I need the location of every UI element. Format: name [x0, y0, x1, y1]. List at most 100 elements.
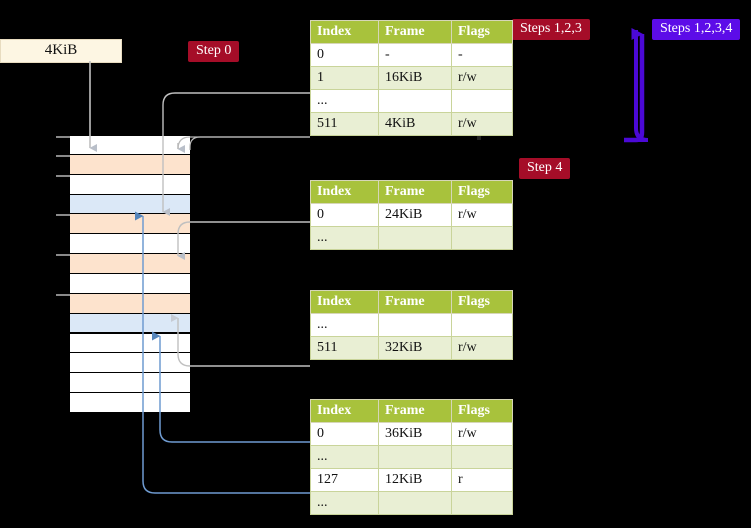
memory-row: [70, 194, 190, 215]
header-frame: Frame: [378, 290, 452, 314]
cell-frame: 4KiB: [378, 112, 452, 136]
header-index: Index: [310, 399, 379, 423]
cell-flags: r/w: [451, 66, 513, 90]
memory-row: [70, 234, 190, 255]
cell-index: ...: [310, 313, 379, 337]
violet-bracket-arrow: [624, 28, 645, 143]
table-row: ...: [310, 313, 513, 337]
header-index: Index: [310, 20, 379, 44]
table-row: ...: [310, 89, 513, 113]
cell-index: 0: [310, 203, 379, 227]
memory-row: [70, 353, 190, 374]
header-frame: Frame: [378, 20, 452, 44]
connector-t1-row0: [177, 221, 310, 260]
memory-row: [70, 313, 190, 334]
header-flags: Flags: [451, 290, 513, 314]
cell-frame: [378, 491, 452, 515]
cell-frame: 12KiB: [378, 468, 452, 492]
memory-row: [70, 393, 190, 413]
header-flags: Flags: [451, 180, 513, 204]
cell-index: ...: [310, 445, 379, 469]
table-row: 0--: [310, 43, 513, 67]
cell-frame: 16KiB: [378, 66, 452, 90]
cell-frame: [378, 89, 452, 113]
step-0-label: Step 0: [188, 41, 240, 62]
memory-row: [56, 174, 190, 195]
cell-flags: r: [451, 468, 513, 492]
step-0-text: Step 0: [196, 43, 232, 58]
cell-flags: [451, 491, 513, 515]
connector-t2-row511: [171, 314, 310, 367]
memory-row: [56, 293, 190, 314]
memory-row: [70, 373, 190, 394]
memory-block: [56, 135, 190, 413]
cell-flags: [451, 313, 513, 337]
steps-1234-text: Steps 1,2,3,4: [660, 21, 733, 36]
memory-row-tick: [56, 174, 70, 177]
cell-flags: -: [451, 43, 513, 67]
memory-row: [56, 214, 190, 235]
memory-row-tick: [56, 214, 70, 217]
step-4-text: Step 4: [527, 160, 563, 175]
steps-123-label: Steps 1,2,3: [512, 19, 590, 40]
cell-index: 511: [310, 112, 379, 136]
cell-flags: r/w: [451, 203, 513, 227]
cell-frame: -: [378, 43, 452, 67]
table-header-row: Index Frame Flags: [310, 290, 513, 314]
header-flags: Flags: [451, 20, 513, 44]
memory-row-tick: [56, 293, 70, 296]
cell-index: 511: [310, 336, 379, 360]
table-row: ...: [310, 491, 513, 515]
cell-index: ...: [310, 491, 379, 515]
memory-row: [70, 333, 190, 354]
memory-row: [56, 154, 190, 175]
table-row: ...: [310, 226, 513, 250]
cell-frame: [378, 313, 452, 337]
table-header-row: Index Frame Flags: [310, 399, 513, 423]
memory-row: [56, 135, 190, 155]
steps-123-text: Steps 1,2,3: [520, 21, 582, 36]
cell-frame: 36KiB: [378, 422, 452, 446]
memory-size-label: 4KiB: [44, 42, 78, 58]
header-index: Index: [310, 290, 379, 314]
cell-flags: [451, 89, 513, 113]
cell-flags: [451, 226, 513, 250]
steps-1234-label: Steps 1,2,3,4: [652, 19, 741, 40]
cell-index: 127: [310, 468, 379, 492]
header-frame: Frame: [378, 180, 452, 204]
header-flags: Flags: [451, 399, 513, 423]
cell-index: ...: [310, 226, 379, 250]
cell-frame: [378, 226, 452, 250]
memory-row: [56, 254, 190, 274]
table-row: ...: [310, 445, 513, 469]
cell-frame: [378, 445, 452, 469]
memory-row-tick: [56, 254, 70, 257]
cell-flags: [451, 445, 513, 469]
cell-index: 0: [310, 43, 379, 67]
memory-size-box: 4KiB: [0, 39, 122, 63]
cell-flags: r/w: [451, 112, 513, 136]
header-index: Index: [310, 180, 379, 204]
cell-index: ...: [310, 89, 379, 113]
table-header-row: Index Frame Flags: [310, 20, 513, 44]
cell-index: 0: [310, 422, 379, 446]
cell-frame: 24KiB: [378, 203, 452, 227]
cell-flags: r/w: [451, 336, 513, 360]
memory-row: [70, 273, 190, 294]
cell-index: 1: [310, 66, 379, 90]
